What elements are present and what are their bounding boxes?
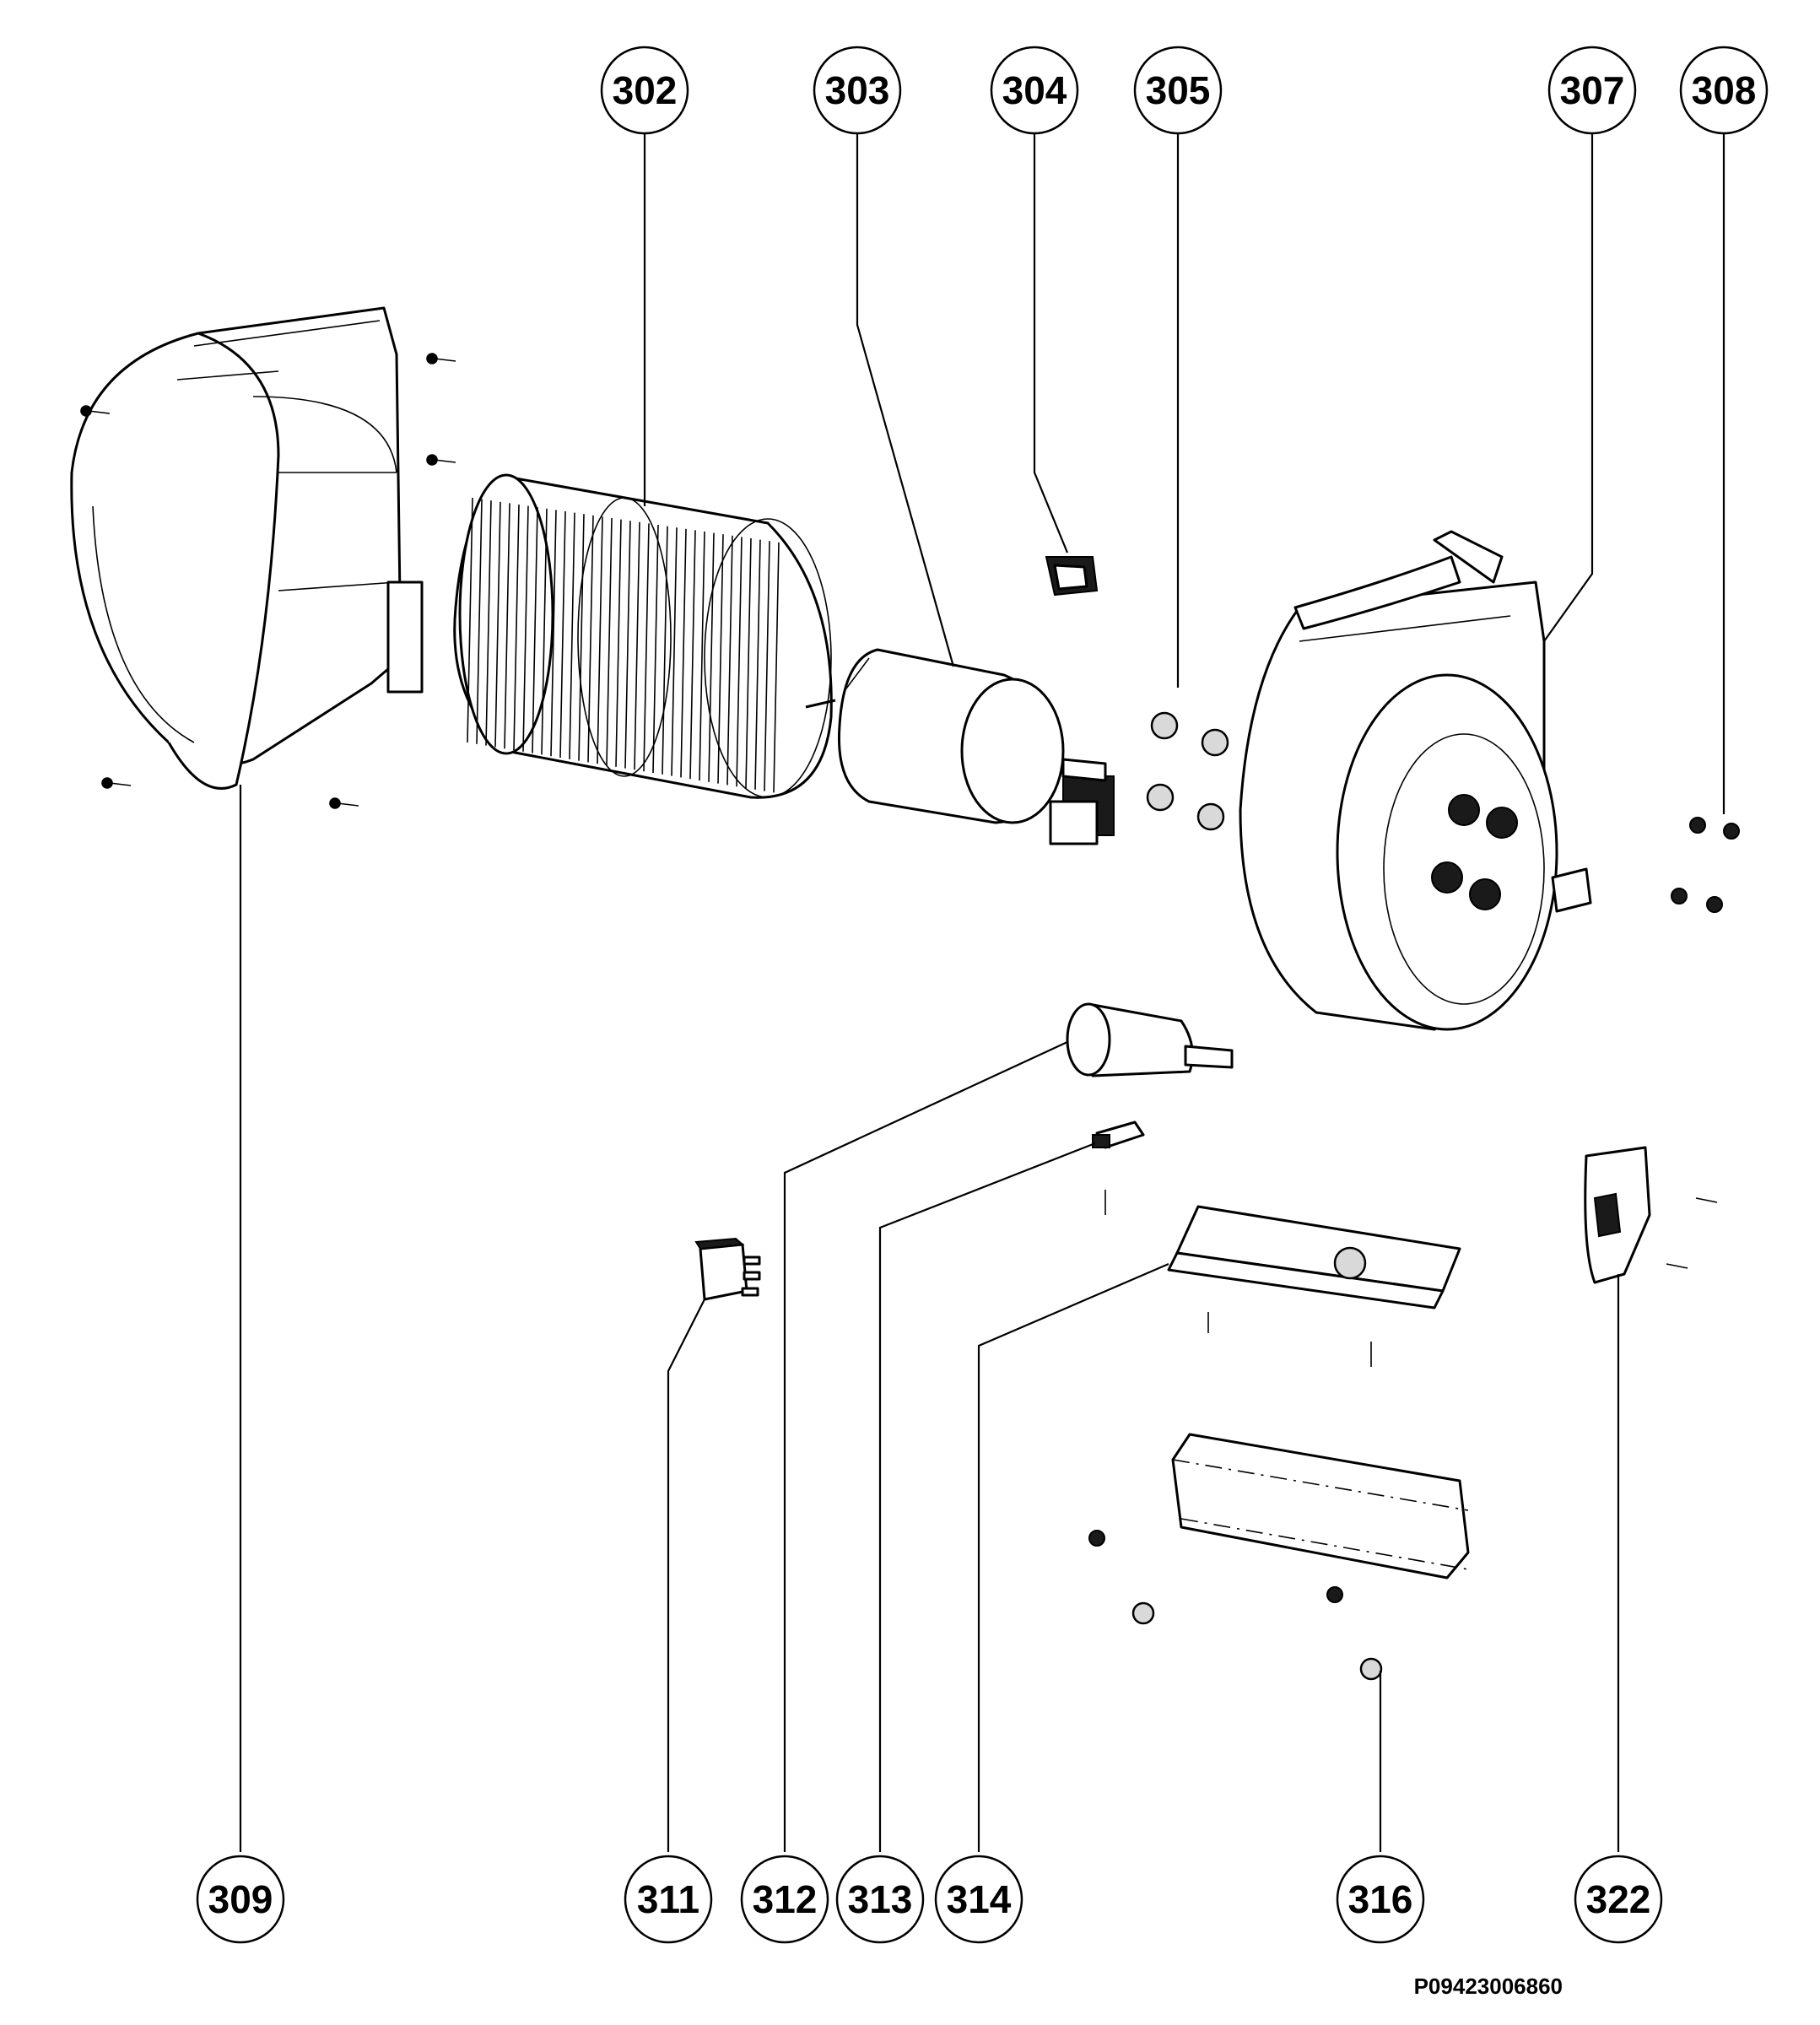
document-id: P09423006860 (1413, 1974, 1563, 1999)
leader-lines (239, 118, 1725, 1852)
callout-label: 304 (1002, 68, 1067, 112)
callout-314: 314 (934, 1855, 1023, 1944)
callout-303: 303 (813, 46, 902, 135)
callout-label: 322 (1586, 1877, 1651, 1921)
switch-part (694, 1237, 761, 1301)
bracket-part (1584, 1146, 1718, 1284)
leader-303 (856, 118, 955, 667)
callout-label: 312 (753, 1877, 818, 1921)
callout-313: 313 (835, 1855, 925, 1944)
impeller-wheel-part (453, 473, 833, 799)
motor-part (805, 648, 1115, 845)
control-box-part (1104, 1190, 1461, 1367)
callout-label: 314 (947, 1877, 1012, 1921)
scroll-housing-front-part (70, 306, 456, 809)
callout-308: 308 (1679, 46, 1769, 135)
mounting-plate-part (1088, 1433, 1470, 1681)
callout-label: 305 (1146, 68, 1211, 112)
leader-311 (667, 1299, 705, 1852)
callout-309: 309 (196, 1855, 285, 1944)
callout-label: 316 (1348, 1877, 1413, 1921)
callout-label: 302 (613, 68, 678, 112)
callout-label: 311 (637, 1877, 699, 1921)
callout-304: 304 (990, 46, 1079, 135)
callout-322: 322 (1574, 1855, 1663, 1944)
callout-307: 307 (1547, 46, 1637, 135)
callout-311: 311 (624, 1855, 713, 1944)
leader-314 (977, 1262, 1169, 1852)
leader-313 (878, 1142, 1096, 1852)
callout-316: 316 (1336, 1855, 1425, 1944)
leader-307 (1543, 118, 1594, 642)
callout-label: 313 (848, 1877, 913, 1921)
leader-304 (1033, 118, 1069, 554)
callout-label: 307 (1560, 68, 1625, 112)
callout-label: 308 (1692, 68, 1757, 112)
callout-label: 309 (208, 1877, 273, 1921)
rubber-mounts-part (1146, 711, 1229, 831)
scroll-housing-rear-part (1239, 530, 1592, 1031)
callout-label: 303 (825, 68, 890, 112)
capacitor-part (1066, 1002, 1234, 1077)
callout-302: 302 (600, 46, 689, 135)
leader-312 (783, 1041, 1068, 1852)
clip-part (1045, 556, 1099, 597)
callout-305: 305 (1133, 46, 1223, 135)
nuts-part (1671, 817, 1740, 913)
callout-312: 312 (740, 1855, 829, 1944)
small-clip-part (1092, 1120, 1145, 1149)
